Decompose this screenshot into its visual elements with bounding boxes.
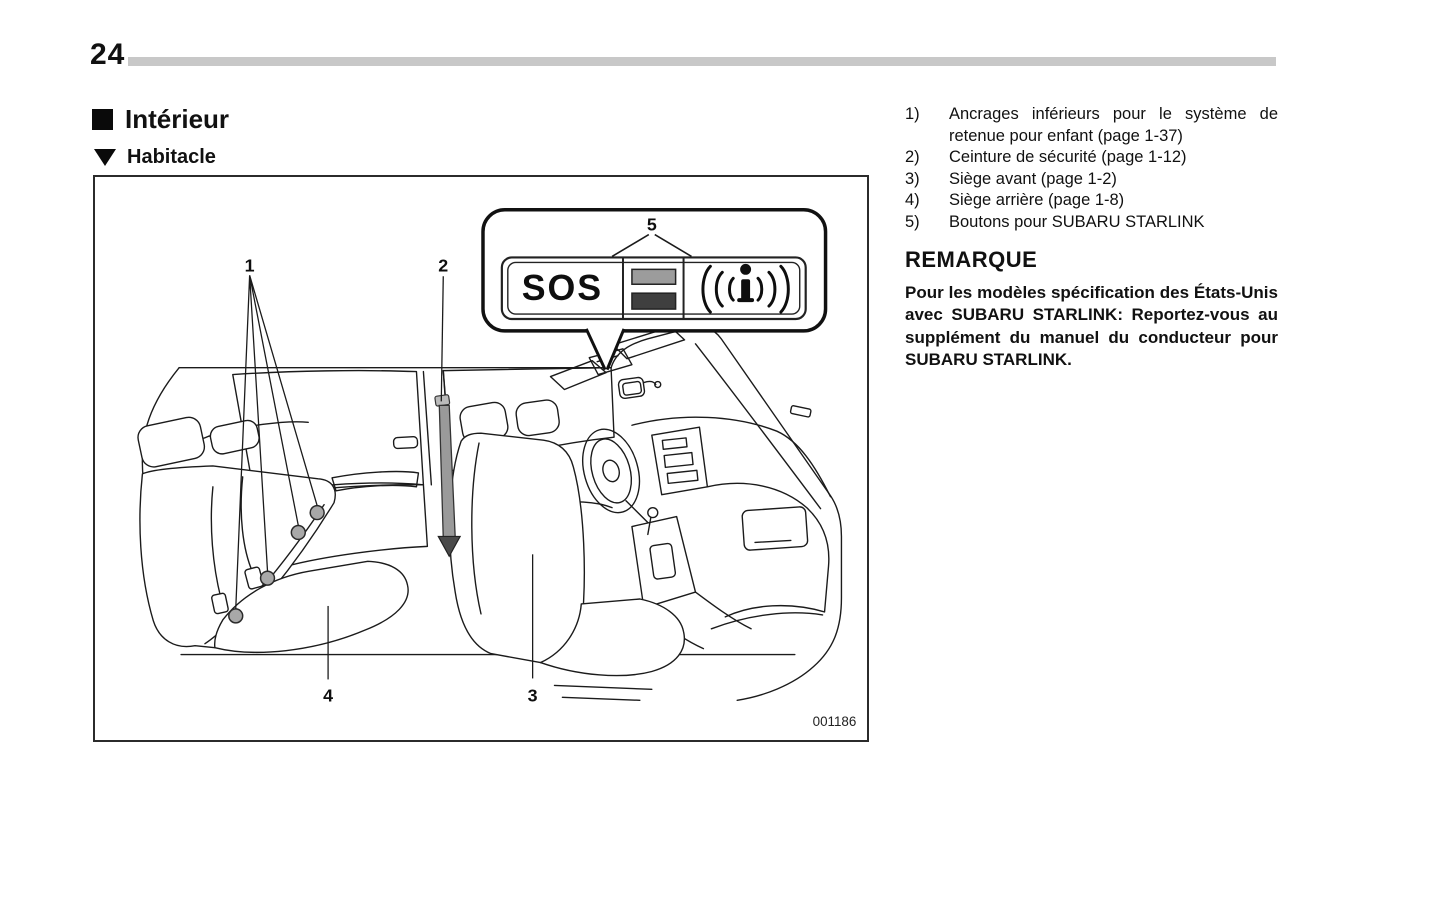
page-number: 24 xyxy=(90,38,126,71)
legend-text: Siège arrière (page 1-8) xyxy=(949,191,1125,209)
anchor-point xyxy=(259,570,276,586)
rear-belt-webbing-1 xyxy=(240,476,254,573)
dash-right xyxy=(706,482,830,618)
interior-figure: SOS xyxy=(93,175,869,742)
legend-item-3: 3) Siège avant (page 1-2) xyxy=(905,169,1278,191)
header-rule xyxy=(128,57,1276,66)
anchor-point xyxy=(228,608,244,624)
isofix-anchors xyxy=(228,504,325,624)
section-title: Intérieur xyxy=(125,104,230,134)
shifter-knob xyxy=(647,506,659,519)
mirror-stem xyxy=(643,380,657,386)
leader-2 xyxy=(440,276,444,402)
rear-belt-webbing-2 xyxy=(210,486,222,599)
windshield-front-outline xyxy=(610,326,843,701)
legend-num: 5) xyxy=(905,212,920,231)
steering-hub xyxy=(602,459,620,483)
stack-screen xyxy=(663,451,694,469)
button-panel xyxy=(500,256,807,321)
legend-item-4: 4) Siège arrière (page 1-8) xyxy=(905,190,1278,212)
rear-seat-cushion xyxy=(214,560,409,654)
rearview-mirror-glass xyxy=(622,380,643,396)
panel-dividers xyxy=(621,257,685,319)
sun-visor-right xyxy=(612,326,686,360)
anchor-point xyxy=(309,504,325,521)
car-interior-diagram: SOS xyxy=(137,208,857,729)
front-seat-rails xyxy=(553,684,653,701)
steering-wheel-inner xyxy=(590,438,633,504)
section-square-icon xyxy=(92,109,113,130)
front-seat-cushion xyxy=(539,598,686,677)
windshield-glass-line xyxy=(694,343,822,510)
anchor-point xyxy=(290,524,306,541)
section-heading: Intérieur xyxy=(92,104,229,135)
legend-text: Siège avant (page 1-2) xyxy=(949,169,1117,188)
legend-text: Ceinture de sécurité (page 1-12) xyxy=(949,148,1187,166)
legend-num: 4) xyxy=(905,191,920,209)
glove-box-handle xyxy=(754,539,792,544)
front-headrest-right xyxy=(515,399,560,437)
starlink-callout: SOS xyxy=(481,208,828,372)
button-panel-inner xyxy=(507,261,801,315)
figure-label-4: 4 xyxy=(323,685,333,705)
steering-wheel-rim xyxy=(582,428,641,514)
rear-door-armrest xyxy=(331,470,420,492)
legend-text: Boutons pour SUBARU STARLINK xyxy=(949,212,1205,231)
rear-headrest-left xyxy=(137,416,206,468)
legend-item-2: 2) Ceinture de sécurité (page 1-12) xyxy=(905,147,1278,169)
rearview-mirror xyxy=(617,376,646,400)
legend-num: 2) xyxy=(905,148,920,166)
rear-belt-buckle-2 xyxy=(211,592,229,615)
note-title: REMARQUE xyxy=(905,247,1038,272)
lower-dash-curve xyxy=(710,612,824,630)
shifter-lever xyxy=(647,516,652,536)
figure-label-3: 3 xyxy=(528,685,538,705)
legend-list: 1) Ancrages inférieurs pour le système d… xyxy=(905,104,1278,233)
glove-box xyxy=(741,506,809,551)
rear-headrest-right xyxy=(209,419,260,455)
figure-label-2: 2 xyxy=(438,255,448,275)
callout-tail xyxy=(586,326,624,372)
body-side-detail xyxy=(789,405,812,418)
front-seat-bolster xyxy=(471,442,482,615)
legend-item-5: 5) Boutons pour SUBARU STARLINK xyxy=(905,212,1278,234)
sos-button-label: SOS xyxy=(522,268,603,308)
mirror-ball xyxy=(654,380,662,389)
i-with-sound-waves-icon xyxy=(701,263,790,314)
legend-column: 1) Ancrages inférieurs pour le système d… xyxy=(905,104,1278,372)
note-body: Pour les modèles spécification des États… xyxy=(905,283,1278,370)
center-console xyxy=(631,515,697,609)
legend-item-1: 1) Ancrages inférieurs pour le système d… xyxy=(905,104,1278,147)
figure-label-5: 5 xyxy=(647,215,657,235)
legend-text: Ancrages inférieurs pour le système de r… xyxy=(949,105,1278,145)
legend-num: 1) xyxy=(905,105,920,123)
sub-heading: Habitacle xyxy=(94,146,216,169)
stack-vent xyxy=(661,437,688,450)
steering-column xyxy=(625,500,649,524)
figure-label-1: 1 xyxy=(245,255,255,275)
front-seatback xyxy=(448,432,585,664)
figure-code: 001186 xyxy=(813,714,857,729)
triangle-marker-icon xyxy=(94,149,116,166)
rocker-button-dark xyxy=(631,292,677,310)
rocker-button-light xyxy=(631,268,677,285)
label-5-pointer xyxy=(611,233,692,258)
leader-1 xyxy=(235,275,318,609)
center-stack xyxy=(651,426,709,496)
legend-num: 3) xyxy=(905,169,920,188)
shift-gate xyxy=(649,542,677,580)
stack-controls xyxy=(666,469,699,485)
rear-door-handle xyxy=(392,436,419,450)
dash-top-edge xyxy=(631,416,832,498)
sub-title: Habitacle xyxy=(127,146,216,168)
